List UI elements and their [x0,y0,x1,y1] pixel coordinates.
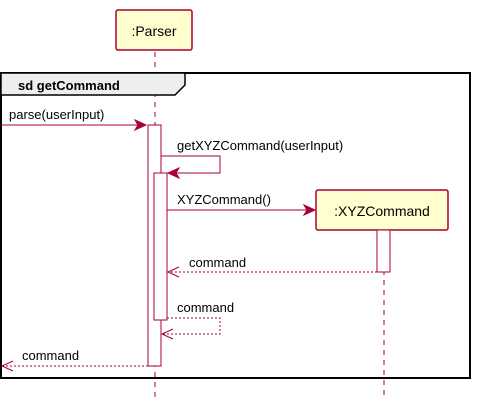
participant-xyzcommand: :XYZCommand [315,189,449,231]
message-command-return-3-label: command [22,348,79,363]
message-xyzcommand-create: XYZCommand() [167,192,317,217]
frame-label: sd getCommand [18,78,120,93]
xyzcommand-activation [376,229,391,273]
message-command-return-3: command [0,348,148,372]
message-parse-label: parse(userInput) [9,107,104,122]
message-command-return-2-label: command [177,300,234,315]
parser-activation-inner [153,172,168,321]
message-getxyzcommand-label: getXYZCommand(userInput) [177,138,343,153]
message-command-return-1-label: command [189,255,246,270]
message-parse: parse(userInput) [1,107,148,132]
participant-xyzcommand-label: :XYZCommand [334,203,430,219]
participant-parser: :Parser [115,9,193,51]
message-command-return-2: command [160,300,234,340]
frame-tab [0,72,186,96]
participant-parser-label: :Parser [131,23,176,39]
message-command-return-1: command [166,255,377,278]
message-getxyzcommand: getXYZCommand(userInput) [161,138,343,180]
frame-box [0,72,471,379]
message-xyzcommand-create-label: XYZCommand() [177,192,271,207]
